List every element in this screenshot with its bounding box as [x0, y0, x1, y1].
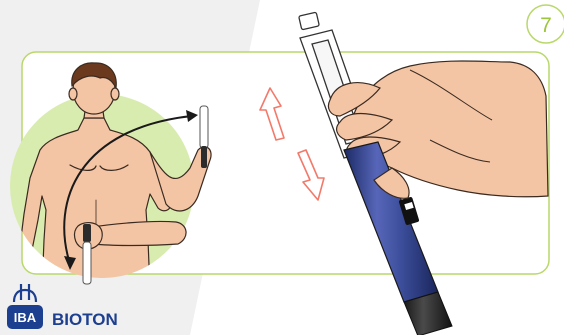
logo-text: IBA — [14, 310, 37, 325]
step-badge: 7 — [527, 5, 564, 43]
step-number: 7 — [540, 14, 552, 37]
small-insulin-pen-raised — [200, 106, 208, 168]
small-insulin-pen-lowered — [83, 224, 91, 284]
brand-name: BIOTON — [52, 310, 118, 329]
